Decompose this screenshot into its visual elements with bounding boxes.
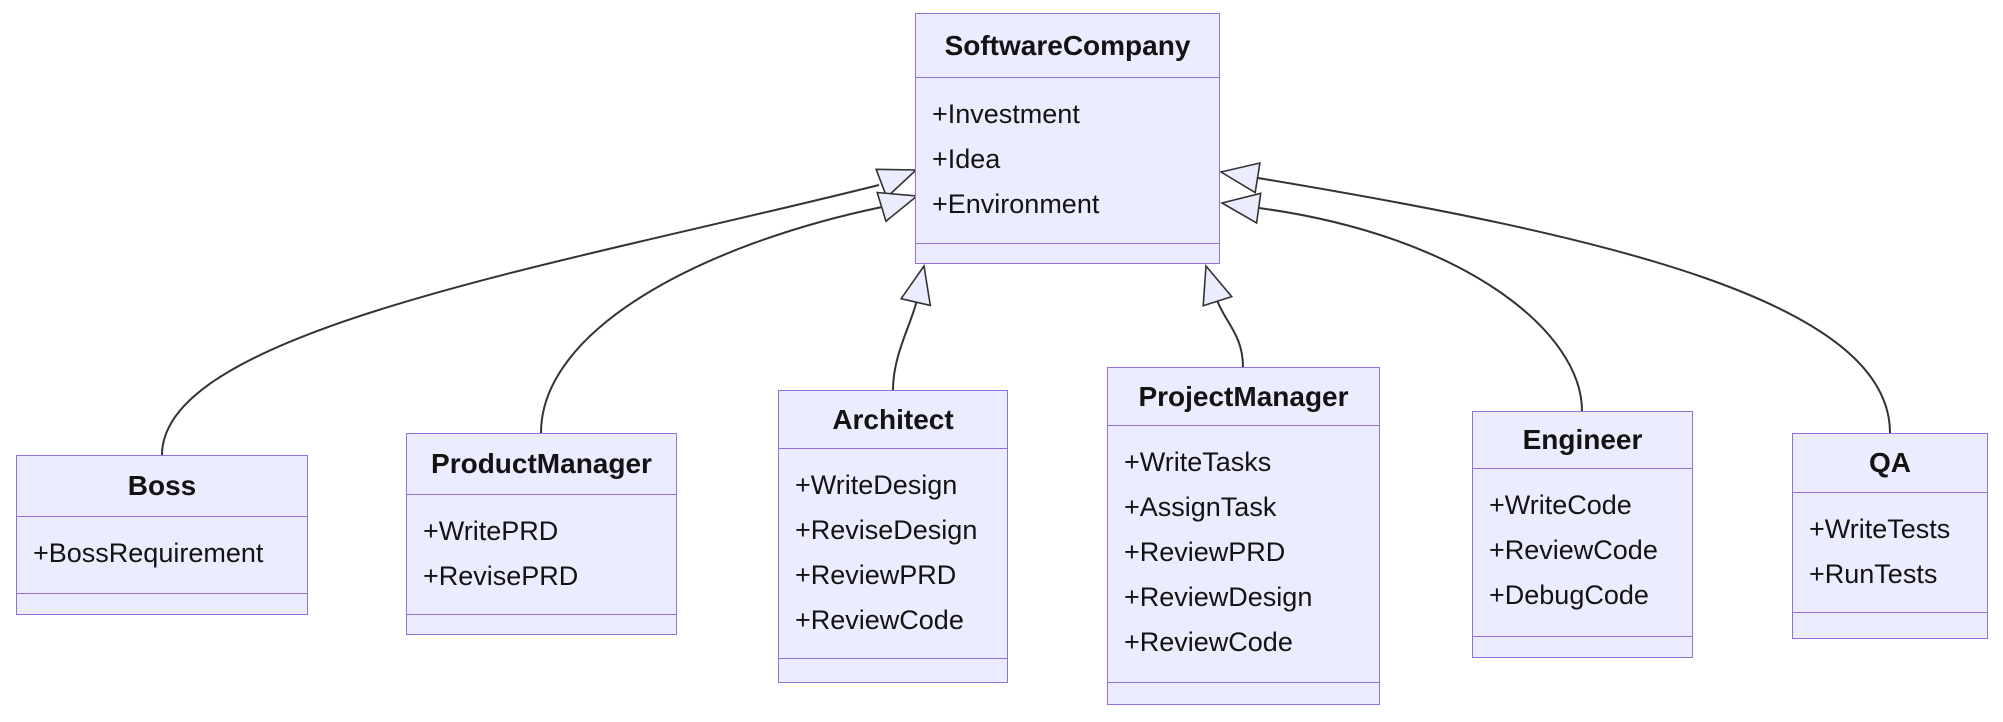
inheritance-arrowhead-icon [899,263,932,307]
class-member: +ReviewDesign [1124,582,1313,612]
inheritance-arrowhead-icon [874,168,918,199]
class-member: +DebugCode [1489,580,1649,610]
class-member: +RevisePRD [423,561,579,591]
class-title: QA [1793,434,1987,493]
inheritance-arrowhead-icon [1219,192,1262,225]
class-member: +ReviewCode [795,605,964,635]
class-methods-empty [1473,636,1692,657]
class-productmanager: ProductManager +WritePRD +RevisePRD [406,433,677,635]
class-title: Engineer [1473,412,1692,469]
class-member: +Idea [932,144,1001,174]
class-member-list: +WriteCode +ReviewCode +DebugCode [1473,469,1692,636]
class-member: +ReviewPRD [1124,537,1286,567]
class-title: ProjectManager [1108,368,1379,426]
inheritance-edge-productmanager [540,206,883,434]
class-member: +WriteCode [1489,490,1632,520]
class-title: Architect [779,391,1007,449]
class-methods-empty [1108,682,1379,704]
class-member: +BossRequirement [33,538,264,568]
class-member: +AssignTask [1124,492,1277,522]
class-member-list: +Investment +Idea +Environment [916,78,1219,243]
class-projectmanager: ProjectManager +WriteTasks +AssignTask +… [1107,367,1380,705]
class-methods-empty [17,593,307,614]
class-member: +ReviseDesign [795,515,978,545]
class-engineer: Engineer +WriteCode +ReviewCode +DebugCo… [1472,411,1693,658]
class-methods-empty [779,658,1007,682]
class-member: +ReviewCode [1489,535,1658,565]
class-member: +WriteTasks [1124,447,1272,477]
inheritance-edge-engineer [1258,207,1583,412]
inheritance-arrowhead-icon [876,191,920,223]
inheritance-edge-architect [892,299,918,391]
inheritance-edge-qa [1257,177,1891,434]
class-member: +Investment [932,99,1080,129]
class-methods-empty [407,614,676,634]
class-member: +ReviewCode [1124,627,1293,657]
class-member: +WritePRD [423,516,559,546]
class-member-list: +WritePRD +RevisePRD [407,495,676,614]
inheritance-arrowhead-icon [1202,263,1234,307]
class-boss: Boss +BossRequirement [16,455,308,615]
class-softwarecompany: SoftwareCompany +Investment +Idea +Envir… [915,13,1220,264]
class-architect: Architect +WriteDesign +ReviseDesign +Re… [778,390,1008,683]
class-title: SoftwareCompany [916,14,1219,78]
class-methods-empty [1793,612,1987,638]
inheritance-edge-boss [161,184,880,456]
class-member-list: +WriteTests +RunTests [1793,493,1987,612]
class-member: +ReviewPRD [795,560,957,590]
class-member: +WriteTests [1809,514,1951,544]
class-title: Boss [17,456,307,517]
class-methods-empty [916,243,1219,263]
class-member-list: +WriteDesign +ReviseDesign +ReviewPRD +R… [779,449,1007,658]
class-member-list: +BossRequirement [17,517,307,593]
class-qa: QA +WriteTests +RunTests [1792,433,1988,639]
class-member: +Environment [932,189,1100,219]
class-member-list: +WriteTasks +AssignTask +ReviewPRD +Revi… [1108,426,1379,682]
class-member: +RunTests [1809,559,1938,589]
class-title: ProductManager [407,434,676,495]
class-member: +WriteDesign [795,470,958,500]
inheritance-arrowhead-icon [1218,161,1261,194]
inheritance-edge-projectmanager [1216,299,1244,368]
